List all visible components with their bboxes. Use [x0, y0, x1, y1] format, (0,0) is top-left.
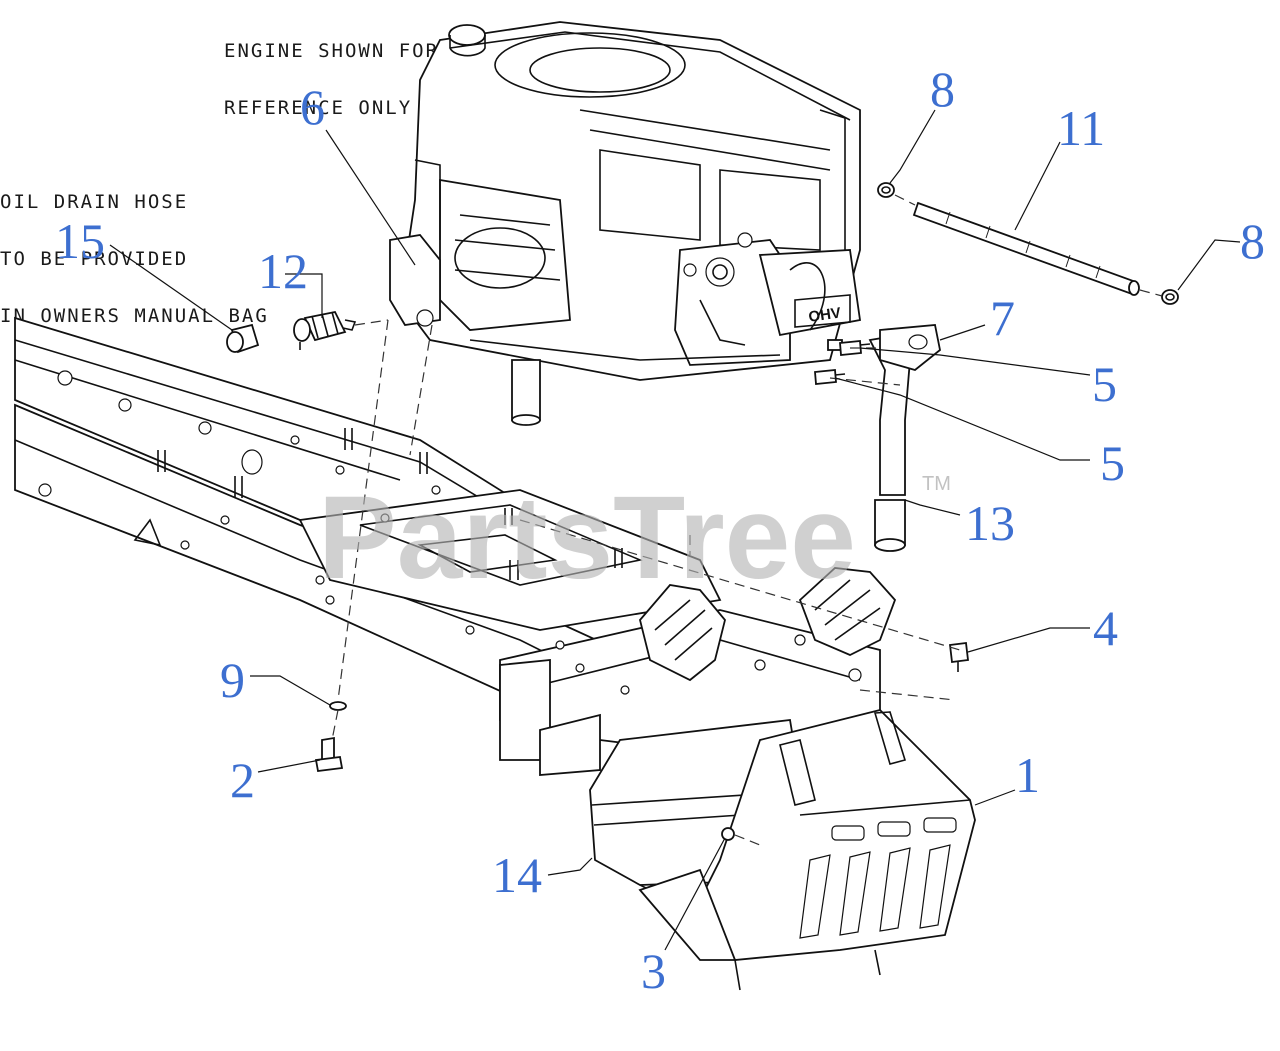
callout-9: 9: [220, 652, 245, 708]
callout-8-right: 8: [1240, 213, 1265, 269]
callout-2: 2: [230, 752, 255, 808]
washer-9: [329, 701, 347, 711]
callout-5-upper: 5: [1092, 356, 1117, 412]
oil-drain-line-3: IN OWNERS MANUAL BAG: [0, 305, 269, 327]
spring-brackets: [639, 567, 897, 682]
callout-numbers: 6 8 11 8 15 12 7 5 5 13 4 9 2 1 14 3: [55, 61, 1265, 999]
callout-4: 4: [1093, 600, 1118, 656]
oil-drain-line-2: TO BE PROVIDED: [0, 248, 189, 270]
callout-11: 11: [1057, 100, 1105, 156]
engine-guard: [638, 709, 976, 991]
callout-5-lower: 5: [1100, 435, 1125, 491]
callout-1: 1: [1015, 747, 1040, 803]
callout-14: 14: [492, 847, 542, 903]
watermark: PartsTree TM: [318, 472, 951, 604]
watermark-trademark: TM: [922, 473, 951, 495]
callout-13: 13: [965, 495, 1015, 551]
exhaust-pipe-13: [868, 324, 941, 552]
watermark-text: PartsTree: [318, 472, 856, 604]
bolt-2: [314, 736, 344, 772]
leader-lines: [109, 109, 1241, 951]
assembly-lines: [331, 319, 961, 846]
spacer-15: [226, 323, 260, 354]
fuel-line-11: [912, 201, 1140, 296]
bolt-5b: [814, 369, 846, 385]
callout-6: 6: [300, 79, 325, 135]
screw-3: [721, 827, 735, 841]
oil-drain-valve-12: [293, 310, 357, 350]
callout-7: 7: [990, 290, 1015, 346]
engine-reference-line-2: REFERENCE ONLY: [224, 97, 413, 119]
callout-15: 15: [55, 213, 105, 269]
oil-drain-line-1: OIL DRAIN HOSE: [0, 191, 189, 213]
callout-12: 12: [258, 243, 308, 299]
callout-8-top: 8: [930, 61, 955, 117]
oil-drain-note: OIL DRAIN HOSE TO BE PROVIDED IN OWNERS …: [0, 155, 269, 364]
callout-3: 3: [641, 943, 666, 999]
hose-clamp-8a: [877, 182, 895, 198]
engine-badge-ohv: OHV: [807, 304, 842, 325]
engine-reference-line-1: ENGINE SHOWN FOR: [224, 40, 440, 62]
engine-reference-note: ENGINE SHOWN FOR REFERENCE ONLY: [224, 4, 439, 156]
engine: OHV: [389, 21, 862, 426]
hose-clamp-8b: [1161, 289, 1179, 305]
